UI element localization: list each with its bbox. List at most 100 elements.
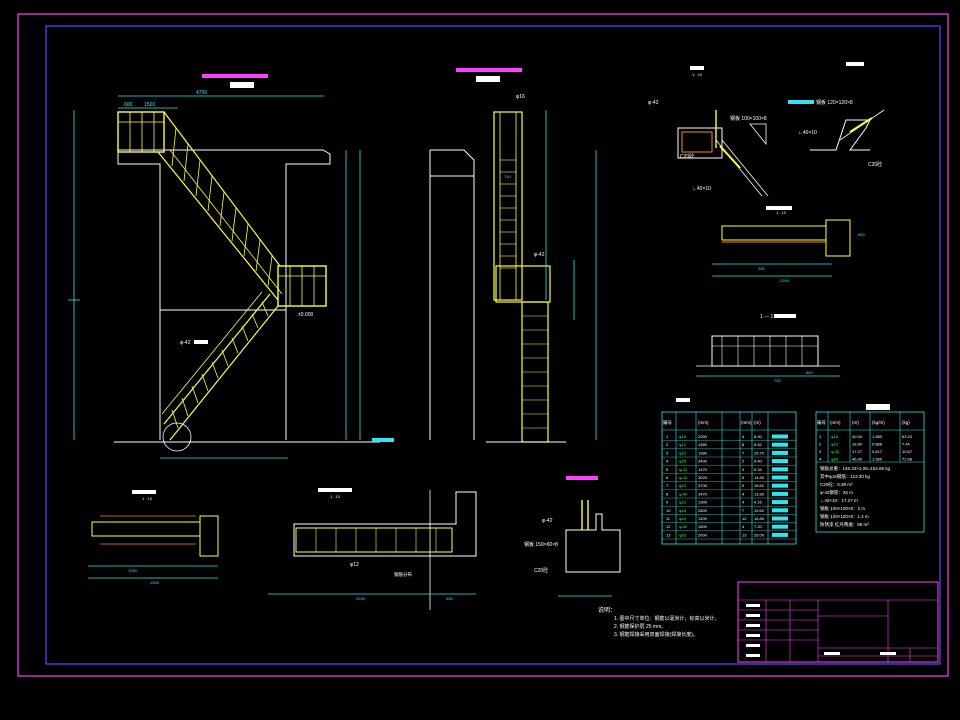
table-cell: 2 — [819, 442, 822, 447]
title-block — [737, 581, 939, 663]
note-line: 3. 钢筋焊接采用双面焊接(焊接长度)。 — [614, 631, 698, 638]
section-view-4: 1 : 10 2200 400 φ12 钢筋分布 — [268, 488, 477, 610]
summary-line: φ-42钢管：26 m — [820, 489, 853, 496]
table-cell: 13.80 — [754, 491, 765, 496]
table-cell: 7.44 — [902, 442, 911, 447]
table-cell: 16.80 — [754, 516, 765, 521]
table-cell: 7 — [666, 483, 669, 488]
table-row-marker — [772, 516, 788, 521]
table-cell: 2 — [742, 459, 745, 464]
outer-frame — [17, 13, 949, 677]
table-cell: 4 — [742, 524, 745, 529]
svg-text:2200: 2200 — [780, 278, 790, 283]
upper-platform-railing — [117, 111, 165, 153]
table-cell: 72.68 — [902, 457, 913, 462]
plate-label: 钢板 100×100×8 — [730, 115, 767, 122]
table-header: (m) — [852, 420, 859, 425]
svg-text:1 : 10: 1 : 10 — [692, 72, 703, 77]
table-cell: 1470 — [698, 491, 708, 496]
table-cell: φ16 — [831, 457, 839, 462]
table-cell: 18.62 — [754, 483, 765, 488]
table-row-marker — [772, 500, 788, 505]
table-cell: 9 — [666, 500, 669, 505]
summary-line: 防锈漆 红丹两遍：98 m² — [820, 521, 869, 528]
summary-line: ∟40×10：17.27 m — [820, 498, 858, 503]
beam-profile — [91, 521, 201, 537]
table-cell: 2000 — [698, 434, 708, 439]
table-cell: 3700 — [698, 483, 708, 488]
table-cell: 7 — [742, 450, 745, 455]
table-row-marker — [772, 483, 788, 488]
table-row-marker — [772, 524, 788, 529]
table-cell: 7.20 — [754, 524, 763, 529]
plate-label: 钢板 150×60×8 — [524, 541, 558, 548]
svg-text:1500: 1500 — [144, 102, 155, 108]
table-cell: 6 — [666, 475, 669, 480]
table-cell: φ12 — [679, 483, 687, 488]
table-cell: 1.580 — [872, 434, 883, 439]
table-cell: 4 — [666, 459, 669, 464]
dim-top: 4700 — [196, 90, 207, 96]
table-cell: φ-42 — [679, 491, 688, 496]
table-cell: 1400 — [698, 516, 708, 521]
svg-text:1 : 10: 1 : 10 — [142, 496, 153, 501]
view-scale-box — [230, 82, 254, 88]
plate-label: 钢板 120×120×8 — [816, 99, 853, 106]
table-cell: 2 — [666, 442, 669, 447]
table-cell: 63.20 — [902, 434, 913, 439]
table-row-marker — [772, 467, 788, 472]
table-cell: φ16 — [679, 516, 687, 521]
concrete-label: C20砼 — [680, 153, 694, 160]
table-cell: 1 — [666, 434, 669, 439]
node-detail-b: 钢板 120×120×8 ∟40×10 C20砼 — [788, 62, 885, 168]
table-cell: 46.00 — [852, 457, 863, 462]
summary-line: C20砼：0.38 m³ — [820, 481, 853, 487]
note-line: 1. 图中尺寸单位：钢筋以毫米计，标高以米计。 — [614, 615, 720, 622]
table-cell: φ12 — [679, 450, 687, 455]
table-cell: 4 — [742, 491, 745, 496]
table-cell: φ12 — [679, 500, 687, 505]
table-row-marker — [772, 491, 788, 496]
mid-platform — [495, 265, 551, 303]
table-cell: φ-42 — [679, 475, 688, 480]
concrete-label: C20砼 — [534, 567, 548, 574]
table-cell: 13 — [666, 532, 671, 537]
section-view-2: 1 — 1 700 600 — [696, 314, 840, 383]
table-row-marker — [772, 532, 788, 537]
table-cell: 2800 — [698, 508, 708, 513]
table-cell: 1380 — [698, 450, 708, 455]
table-cell: 3020 — [698, 475, 708, 480]
foot-detail-circle — [162, 422, 192, 452]
table-header: (kg/m) — [872, 420, 885, 425]
table-cell: 12 — [742, 516, 747, 521]
table-cell: 18.80 — [852, 442, 863, 447]
table-cell: 2000 — [698, 532, 708, 537]
anchor-block — [565, 513, 621, 573]
view-title-bar — [202, 74, 268, 78]
table-cell: 1800 — [698, 524, 708, 529]
table-cell: 0.617 — [872, 449, 883, 454]
table-cell: 15.70 — [754, 450, 765, 455]
table-cell: φ16 — [679, 532, 687, 537]
section-view-1: 1 : 10 200 2200 600 — [712, 206, 865, 283]
table-header: (mm) — [830, 420, 841, 425]
table-cell: 3400 — [698, 459, 708, 464]
rebar-label: φ12 — [350, 562, 359, 568]
svg-text:2200: 2200 — [356, 596, 366, 601]
svg-text:1 — 1: 1 — 1 — [760, 314, 774, 320]
table-header: (kg) — [902, 420, 910, 425]
rebar-label: φ-42 — [648, 100, 659, 106]
elevation-view-2: φ16 φ-42 700 — [429, 68, 597, 443]
rebar-label: φ-42 — [180, 340, 191, 346]
table-row-marker — [772, 434, 788, 439]
svg-text:600: 600 — [124, 102, 133, 108]
table-cell: φ-42 — [679, 524, 688, 529]
table-row-marker — [772, 508, 788, 513]
table-header: 编号 — [817, 419, 826, 426]
summary-line: 钢板 100×100×8：2 m — [820, 505, 865, 512]
table-row-marker — [772, 459, 788, 464]
note-label: 钢筋分布 — [394, 571, 412, 578]
